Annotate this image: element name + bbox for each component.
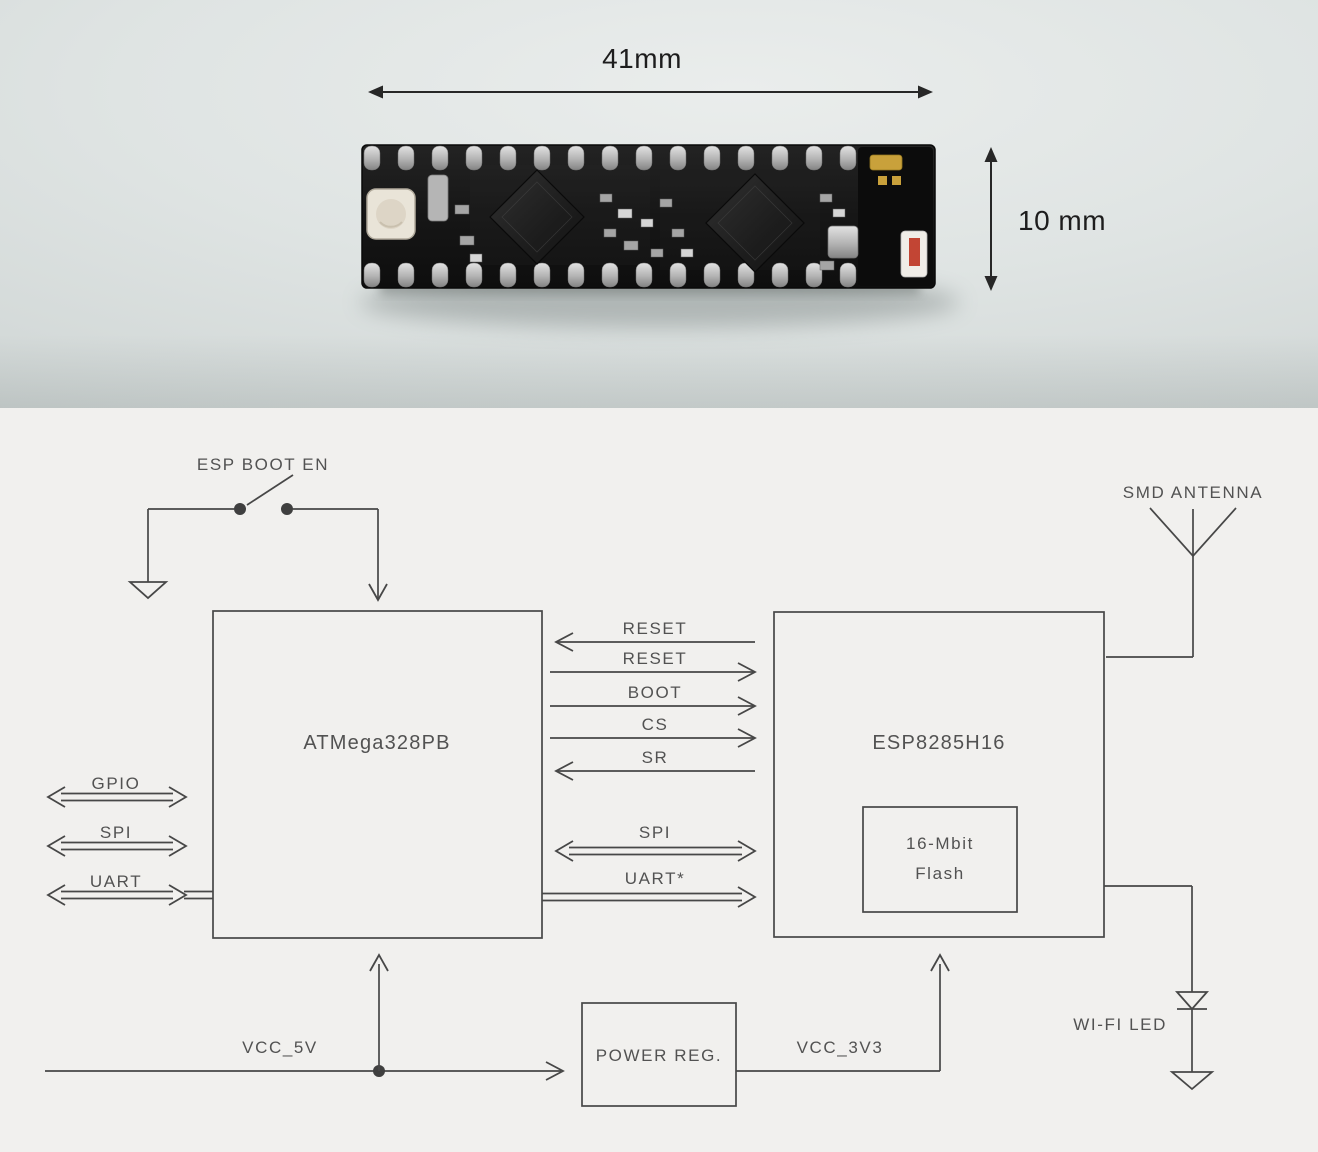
signal-spi-mid: SPI xyxy=(554,823,757,862)
smd-antenna-label: SMD ANTENNA xyxy=(1123,483,1263,502)
block-diagram-section: ESP BOOT EN ATMega328PB ESP8285H16 16-Mb… xyxy=(0,408,1318,1152)
arrow-down-head xyxy=(368,583,388,602)
arrow-left-head xyxy=(46,786,66,808)
flash-label-line2: Flash xyxy=(915,864,965,883)
arrow-left-head xyxy=(46,835,66,857)
status-led-part xyxy=(900,230,928,278)
arrow-left-head xyxy=(554,840,574,862)
arrow-right-head xyxy=(545,1061,565,1081)
arrow-left-head xyxy=(46,884,66,906)
pin-pads-bottom xyxy=(363,262,857,288)
ground-symbol xyxy=(1169,1071,1215,1091)
crystal-component xyxy=(427,174,449,222)
dimension-height-label: 10 mm xyxy=(1018,205,1106,236)
signal-label: UART* xyxy=(625,869,686,888)
arrow-right-head xyxy=(737,662,757,682)
bus-spi-left: SPI xyxy=(46,823,188,857)
wifi-chip xyxy=(705,173,805,273)
esp-boot-en-switch: ESP BOOT EN xyxy=(127,455,388,602)
smd-antenna: SMD ANTENNA xyxy=(1106,483,1263,658)
pcb-photo: 41mm 10 mm xyxy=(360,43,1106,328)
signal-label: RESET xyxy=(623,649,688,668)
signal-label: SPI xyxy=(639,823,671,842)
arrow-right-head xyxy=(737,728,757,748)
signal-sr: SR xyxy=(554,748,755,781)
vcc33-label: VCC_3V3 xyxy=(797,1038,884,1057)
mcu-block-label: ATMega328PB xyxy=(303,732,450,754)
signal-reset-to-esp: RESET xyxy=(550,649,757,682)
arrow-up-head xyxy=(369,953,389,972)
esp-boot-en-label: ESP BOOT EN xyxy=(197,455,329,474)
arrow-right-head xyxy=(737,840,757,862)
arrow-right-head xyxy=(737,886,757,908)
vcc5-label: VCC_5V xyxy=(242,1038,318,1057)
smd-antenna-part xyxy=(869,154,903,185)
arrow-left-head xyxy=(554,761,574,781)
signal-label: BOOT xyxy=(628,683,683,702)
signal-label: RESET xyxy=(623,619,688,638)
wifi-block-label: ESP8285H16 xyxy=(872,732,1005,754)
signal-reset-to-mcu: RESET xyxy=(554,619,755,652)
signal-cs: CS xyxy=(550,715,757,748)
signal-uart-star: UART* xyxy=(542,869,757,908)
dimension-width-label: 41mm xyxy=(602,43,682,74)
dimension-height-arrow xyxy=(984,147,998,291)
tactile-button xyxy=(366,188,416,240)
mcu-chip xyxy=(489,169,585,265)
arrow-right-head xyxy=(737,696,757,716)
power-reg-label: POWER REG. xyxy=(596,1046,723,1065)
smd-components xyxy=(454,193,851,271)
arrow-right-head xyxy=(168,786,188,808)
wifi-led-branch: WI-FI LED xyxy=(1073,885,1215,1091)
ground-symbol xyxy=(127,581,169,600)
bus-gpio-label: GPIO xyxy=(92,774,141,793)
bus-uart-label: UART xyxy=(90,872,142,891)
bus-gpio: GPIO xyxy=(46,774,188,808)
bus-spi-label: SPI xyxy=(100,823,132,842)
dimension-width-arrow xyxy=(368,85,933,99)
switch-terminal-dot xyxy=(234,503,246,515)
signal-label: SR xyxy=(642,748,669,767)
led-diode-symbol xyxy=(1175,991,1209,1011)
block-diagram: ESP BOOT EN ATMega328PB ESP8285H16 16-Mb… xyxy=(45,455,1263,1107)
wifi-block: ESP8285H16 16-Mbit Flash xyxy=(773,611,1105,938)
product-photo-section: 41mm 10 mm xyxy=(0,0,1318,408)
flash-block: 16-Mbit Flash xyxy=(862,806,1018,913)
mcu-block: ATMega328PB xyxy=(212,610,543,939)
pin-pads-top xyxy=(363,145,857,171)
signal-label: CS xyxy=(642,715,669,734)
pcb-board xyxy=(361,144,936,289)
metal-can-component xyxy=(827,225,859,259)
arrow-up-head xyxy=(930,953,950,972)
flash-label-line1: 16-Mbit xyxy=(906,834,974,853)
bus-uart-left: UART xyxy=(46,872,213,906)
power-reg-block: POWER REG. xyxy=(581,1002,737,1107)
arrow-right-head xyxy=(168,884,188,906)
wifi-led-label: WI-FI LED xyxy=(1073,1015,1167,1034)
power-rail: VCC_5V POWER REG. VCC_3V3 xyxy=(45,953,950,1107)
signal-boot: BOOT xyxy=(550,683,757,716)
arrow-right-head xyxy=(168,835,188,857)
switch-terminal-dot xyxy=(281,503,293,515)
arrow-left-head xyxy=(554,632,574,652)
